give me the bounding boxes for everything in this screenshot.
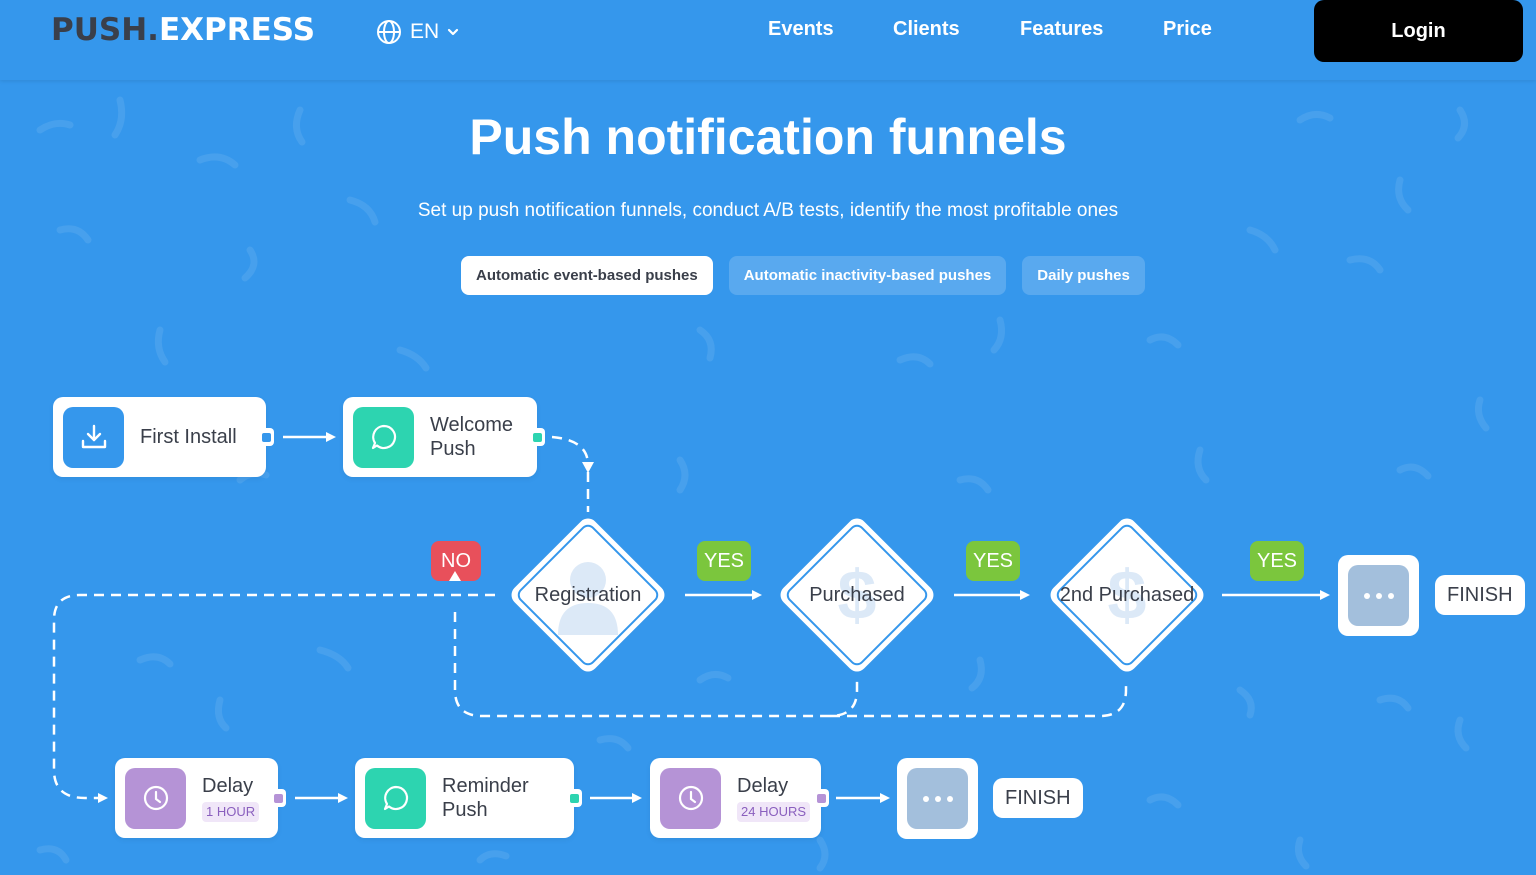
node-reminder-push[interactable]: Reminder Push <box>355 758 582 838</box>
output-port[interactable] <box>529 428 545 446</box>
output-port[interactable] <box>566 789 582 807</box>
tab-event-based[interactable]: Automatic event-based pushes <box>461 256 713 295</box>
language-label: EN <box>410 20 440 43</box>
node-label: Reminder Push <box>442 775 529 821</box>
decision-purchased[interactable]: $ Purchased <box>772 510 942 680</box>
language-selector[interactable]: EN <box>376 18 459 46</box>
decision-2nd-purchased[interactable]: $ 2nd Purchased <box>1042 510 1212 680</box>
node-delay-1-hour[interactable]: Delay 1 HOUR <box>115 758 286 838</box>
login-button[interactable]: Login <box>1314 0 1523 62</box>
yes-badge-3: YES <box>1250 541 1304 581</box>
download-icon <box>63 406 124 468</box>
more-node-top[interactable] <box>1338 555 1419 636</box>
globe-icon <box>377 20 401 44</box>
no-pointer-icon <box>449 571 461 581</box>
finish-label-top: FINISH <box>1435 575 1525 615</box>
more-node-bottom[interactable] <box>897 758 978 839</box>
node-label: Delay 24 HOURS <box>737 774 811 822</box>
node-first-install[interactable]: First Install <box>53 397 274 477</box>
output-port[interactable] <box>270 789 286 807</box>
ellipsis-icon <box>1348 565 1409 626</box>
tab-inactivity-based[interactable]: Automatic inactivity-based pushes <box>728 256 1007 295</box>
nav-clients[interactable]: Clients <box>893 18 960 40</box>
chevron-down-icon <box>448 28 459 36</box>
yes-badge-1: YES <box>697 541 751 581</box>
node-label: Delay 1 HOUR <box>202 774 260 822</box>
output-port[interactable] <box>813 789 829 807</box>
logo[interactable]: PUSH.EXPRESS <box>51 12 315 48</box>
funnel-type-tabs: Automatic event-based pushes Automatic i… <box>461 256 1145 295</box>
decision-label: Registration <box>534 583 642 606</box>
node-label: First Install <box>140 426 237 448</box>
page-title: Push notification funnels <box>469 109 1067 165</box>
page-subtitle: Set up push notification funnels, conduc… <box>417 200 1119 221</box>
nav-price[interactable]: Price <box>1163 18 1212 40</box>
duration-badge: 1 HOUR <box>202 802 260 822</box>
nav-events[interactable]: Events <box>768 18 834 40</box>
nav-features[interactable]: Features <box>1020 18 1104 40</box>
chat-bubble-icon <box>353 406 414 468</box>
decision-label: Purchased <box>809 583 905 606</box>
node-delay-24-hours[interactable]: Delay 24 HOURS <box>650 758 829 838</box>
site-header: PUSH.EXPRESS EN Events Clients Features … <box>0 0 1536 80</box>
tab-daily[interactable]: Daily pushes <box>1022 256 1145 295</box>
duration-badge: 24 HOURS <box>737 802 811 822</box>
dollar-icon: $ <box>1107 556 1147 634</box>
clock-icon <box>125 767 186 829</box>
chat-bubble-icon <box>365 767 426 829</box>
yes-badge-2: YES <box>966 541 1020 581</box>
finish-label-bottom: FINISH <box>993 778 1083 818</box>
logo-push: PUSH. <box>51 12 159 48</box>
output-port[interactable] <box>258 428 274 446</box>
clock-icon <box>660 767 721 829</box>
ellipsis-icon <box>907 768 968 829</box>
decision-registration[interactable]: Registration <box>503 510 673 680</box>
node-label: Welcome Push <box>430 414 513 460</box>
logo-express: EXPRESS <box>158 12 316 48</box>
decision-label: 2nd Purchased <box>1059 583 1195 606</box>
node-welcome-push[interactable]: Welcome Push <box>343 397 545 477</box>
